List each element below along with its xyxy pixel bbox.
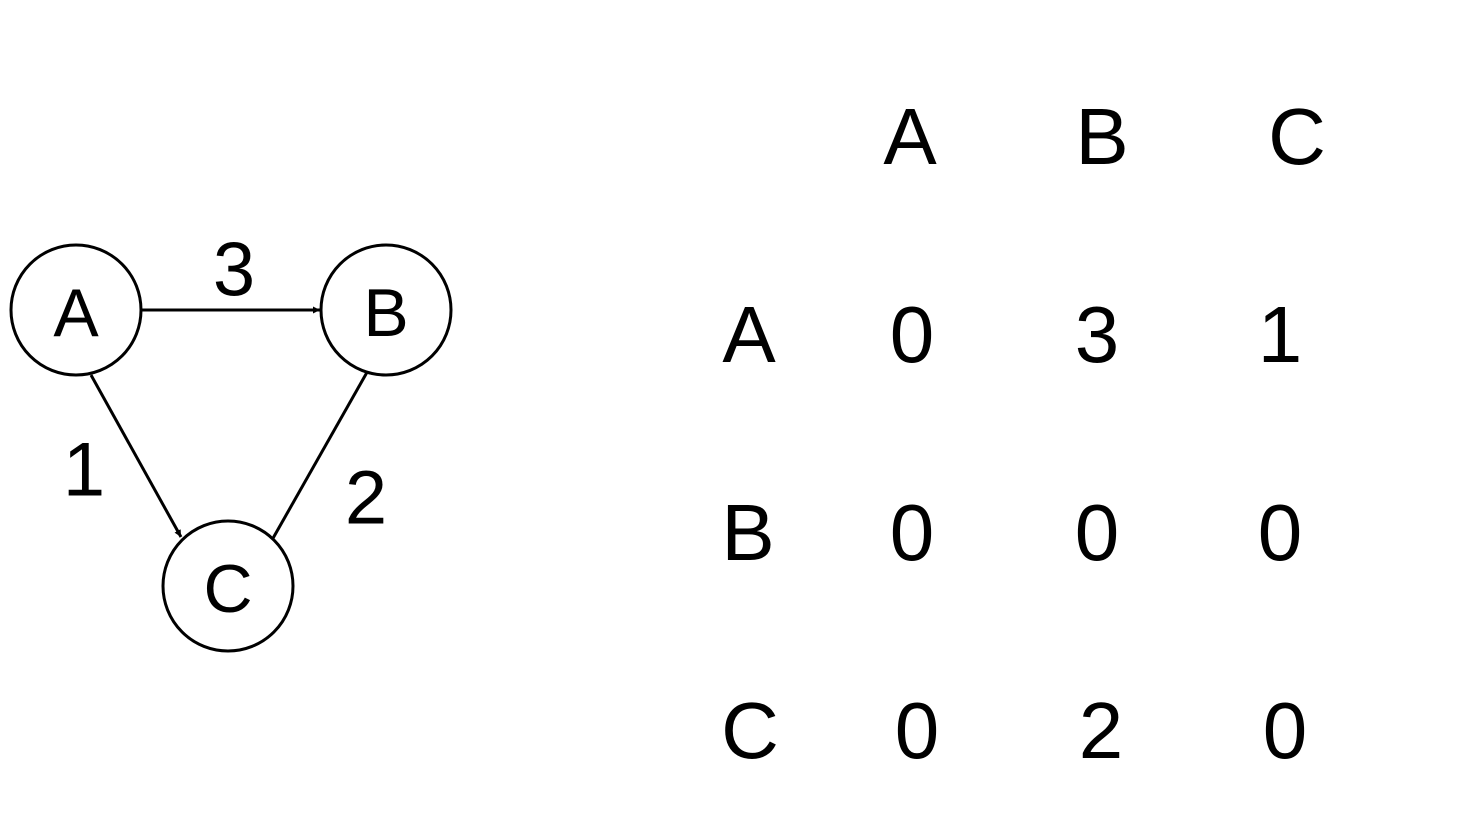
matrix-column-header-c: C — [1268, 92, 1326, 181]
matrix-cell-b-a: 0 — [889, 488, 935, 577]
matrix-column-header-b: B — [1075, 92, 1129, 181]
matrix-cell-c-a: 0 — [894, 686, 940, 775]
matrix-cell-c-c: 0 — [1262, 686, 1308, 775]
edge-a-to-b-weight: 3 — [213, 228, 255, 313]
matrix-row-header-c: C — [721, 686, 779, 775]
matrix-row-header-b: B — [721, 488, 775, 577]
matrix-cell-a-c: 1 — [1257, 290, 1303, 379]
node-a-circle — [9, 243, 143, 377]
edge-c-to-b-arrow — [270, 366, 372, 541]
node-c-label: C — [203, 551, 252, 627]
matrix-cell-c-b: 2 — [1078, 686, 1124, 775]
edge-a-to-c-arrow — [89, 374, 183, 538]
graph-diagram: 3 1 2 A B C — [9, 228, 453, 653]
node-a-label: A — [53, 275, 99, 351]
node-a: A — [9, 243, 143, 377]
matrix-column-header-a: A — [883, 92, 937, 181]
matrix-cell-a-b: 3 — [1074, 290, 1120, 379]
matrix-cell-b-b: 0 — [1074, 488, 1120, 577]
edge-a-to-c-weight: 1 — [63, 428, 105, 513]
node-c: C — [161, 519, 295, 653]
node-c-circle — [161, 519, 295, 653]
node-b: B — [319, 243, 453, 377]
matrix-row-header-a: A — [722, 290, 776, 379]
matrix-cell-b-c: 0 — [1257, 488, 1303, 577]
node-b-label: B — [363, 275, 408, 351]
edge-c-to-b-weight: 2 — [345, 456, 387, 541]
node-b-circle — [319, 243, 453, 377]
matrix-cell-a-a: 0 — [889, 290, 935, 379]
